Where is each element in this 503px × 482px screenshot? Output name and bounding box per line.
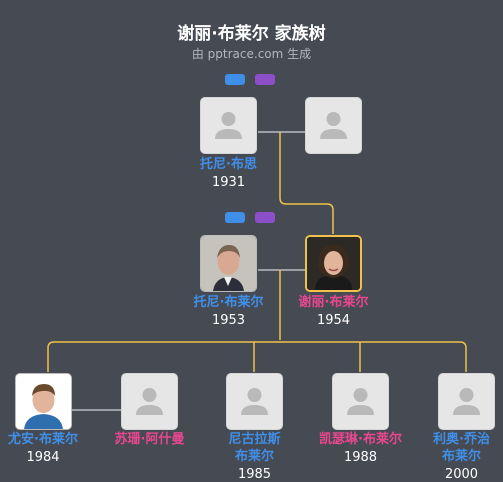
person-card-euan-blair[interactable] (15, 373, 72, 430)
person-name-cherie-blair: 谢丽·布莱尔 (298, 295, 369, 310)
person-name-euan-blair: 尤安·布莱尔 (8, 432, 78, 447)
person-name-tony-booth: 托尼·布思 (200, 157, 257, 172)
person-year-leo-blair: 2000 (444, 467, 479, 482)
expand-toggle-blue[interactable] (225, 212, 245, 223)
person-year-nicholas-blair: 1985 (237, 467, 272, 482)
expand-toggle-blue[interactable] (225, 74, 245, 85)
person-placeholder-icon (439, 374, 494, 429)
person-card-leo-blair[interactable] (438, 373, 495, 430)
person-name-nicholas-line1: 尼古拉斯 (228, 432, 281, 447)
person-card-suzanne-ashman[interactable] (121, 373, 178, 430)
page-subtitle: 由 pptrace.com 生成 (191, 47, 312, 61)
person-card-grandmother[interactable] (305, 97, 362, 154)
person-card-tony-blair[interactable] (200, 235, 257, 292)
person-year-cherie-blair: 1954 (316, 313, 351, 328)
person-year-tony-blair: 1953 (211, 313, 246, 328)
person-placeholder-icon (306, 98, 361, 153)
person-year-tony-booth: 1931 (211, 175, 246, 190)
person-card-nicholas-blair[interactable] (226, 373, 283, 430)
expand-toggle-purple[interactable] (255, 212, 275, 223)
person-name-nicholas-line2: 布莱尔 (234, 449, 274, 464)
person-placeholder-icon (201, 98, 256, 153)
person-photo (16, 374, 71, 429)
person-placeholder-icon (333, 374, 388, 429)
person-placeholder-icon (122, 374, 177, 429)
person-card-tony-booth[interactable] (200, 97, 257, 154)
person-name-tony-blair: 托尼·布莱尔 (193, 295, 264, 310)
page-title: 谢丽·布莱尔 家族树 (177, 24, 326, 44)
person-card-cherie-blair[interactable] (305, 235, 362, 292)
person-name-leo-line1: 利奥·乔治 (433, 432, 490, 447)
person-name-kathryn-blair: 凯瑟琳·布莱尔 (319, 432, 402, 447)
person-name-leo-line2: 布莱尔 (441, 449, 481, 464)
connector-grandparents-to-cherie (279, 132, 334, 234)
person-photo (307, 237, 360, 290)
person-name-suzanne-ashman: 苏珊·阿什曼 (114, 432, 185, 447)
expand-toggle-purple[interactable] (255, 74, 275, 85)
person-year-euan-blair: 1984 (26, 450, 60, 465)
connector-children-bus (47, 341, 467, 372)
person-photo (201, 236, 256, 291)
person-card-kathryn-blair[interactable] (332, 373, 389, 430)
person-year-kathryn-blair: 1988 (343, 450, 378, 465)
person-placeholder-icon (227, 374, 282, 429)
